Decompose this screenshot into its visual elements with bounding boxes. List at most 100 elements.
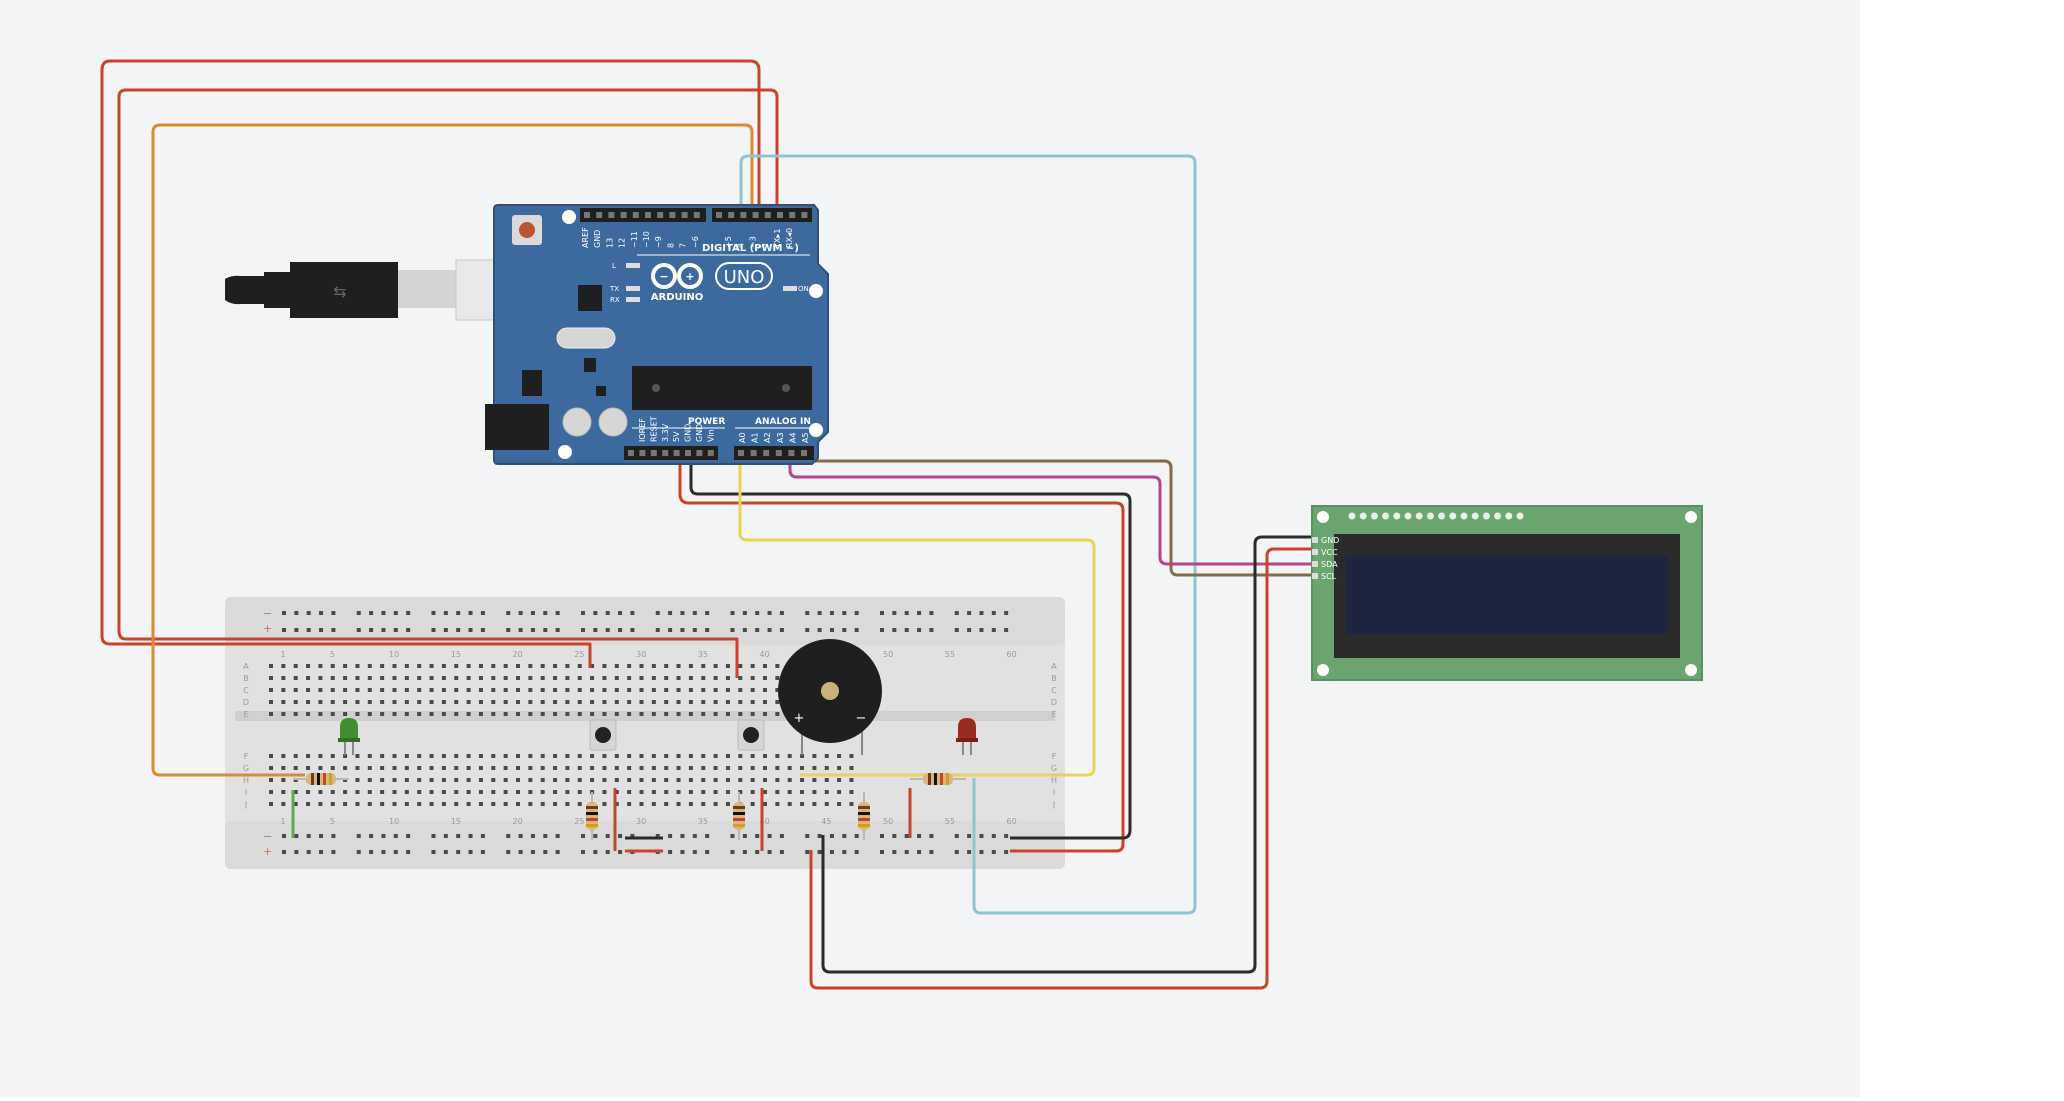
arduino-logo-icon: − +: [651, 263, 703, 289]
rail-plus-bottom: +: [263, 845, 272, 858]
row-letter: A: [1051, 662, 1057, 671]
row-letter: I: [245, 788, 247, 797]
row-letter: E: [1051, 710, 1056, 719]
column-number: 20: [513, 650, 523, 659]
digital-pin-label: RX◂0: [785, 228, 794, 248]
lcd-display[interactable]: GND VCC SDA SCL: [1311, 505, 1703, 681]
wire-red-lcd-vcc[interactable]: [809, 547, 1312, 990]
pushbutton-1[interactable]: [589, 719, 617, 751]
analog-pin-label: A0: [738, 432, 747, 443]
digital-pin-label: 8: [666, 243, 675, 248]
column-number: 10: [389, 817, 399, 826]
column-number: 45: [821, 817, 831, 826]
analog-pin-label: A4: [788, 432, 797, 443]
row-letter: H: [1051, 776, 1057, 785]
column-number: 20: [513, 817, 523, 826]
wire-brown-a4-to-lcd-scl[interactable]: [795, 452, 1312, 577]
rail-minus-top: −: [263, 607, 272, 620]
lcd-pin-label: GND: [1321, 536, 1339, 545]
led-red[interactable]: [956, 718, 978, 755]
power-jack: [485, 404, 549, 450]
digital-label: DIGITAL (PWM ~): [702, 243, 799, 254]
column-number: 60: [1007, 650, 1017, 659]
on-led-label: ON: [798, 285, 809, 293]
wire-orange-pin5-to-resistor[interactable]: [151, 123, 754, 777]
row-letter: D: [1051, 698, 1057, 707]
column-number: 1: [280, 817, 285, 826]
column-number: 30: [636, 817, 646, 826]
wire-blue-pin4-to-breadboard[interactable]: [739, 154, 1197, 915]
uno-label: UNO: [724, 267, 765, 288]
digital-pin-label: TX▸1: [773, 229, 782, 249]
power-pin-label: 3.3V: [661, 423, 670, 442]
wire-red-pin2-to-button2[interactable]: [117, 88, 779, 678]
column-number: 40: [760, 650, 770, 659]
row-letter: D: [243, 698, 249, 707]
digital-header-left: [580, 208, 706, 222]
capacitor-2: [598, 407, 628, 437]
l-led-label: L: [612, 262, 616, 270]
power-pin-label: RESET: [649, 416, 658, 442]
lcd-screen: [1346, 556, 1668, 634]
lcd-pin-label: SCL: [1321, 572, 1337, 581]
resistor-button-1[interactable]: [586, 792, 598, 840]
lcd-pin-label: VCC: [1321, 548, 1338, 557]
column-number: 30: [636, 650, 646, 659]
resistor-button-2[interactable]: [733, 792, 745, 840]
resistor-buzzer[interactable]: [858, 792, 870, 840]
buzzer-minus: −: [856, 711, 867, 726]
digital-pin-label: 4: [736, 243, 745, 248]
row-letter: F: [244, 752, 249, 761]
analog-label: ANALOG IN: [755, 417, 811, 427]
digital-header-right: [712, 208, 812, 222]
digital-pin-label: 13: [605, 238, 614, 248]
lcd-pin-label: SDA: [1321, 560, 1338, 569]
wire-black-gnd-to-rail[interactable]: [689, 452, 1132, 840]
wire-magenta-a5-to-lcd-sda[interactable]: [788, 452, 1312, 566]
power-pin-label: GND: [684, 424, 693, 442]
capacitor-1: [562, 407, 592, 437]
rail-minus-bottom: −: [263, 830, 272, 843]
analog-pin-label: A3: [776, 432, 785, 443]
column-number: 25: [574, 817, 584, 826]
wire-red-5v-to-rail[interactable]: [678, 452, 1125, 853]
power-pin-label: GND: [695, 424, 704, 442]
column-number: 50: [883, 817, 893, 826]
power-header: [624, 446, 718, 460]
svg-text:−: −: [659, 270, 668, 283]
piezo-buzzer[interactable]: + −: [778, 639, 882, 755]
tx-led-label: TX: [609, 285, 619, 293]
usb-chip: [578, 285, 602, 311]
column-number: 10: [389, 650, 399, 659]
wire-red-pin3-to-button1[interactable]: [100, 59, 761, 668]
row-letter: C: [243, 686, 249, 695]
digital-pin-label: 7: [679, 243, 688, 248]
wire-black-lcd-gnd[interactable]: [821, 535, 1312, 974]
power-pin-label: IOREF: [638, 418, 647, 442]
row-letter: B: [1051, 674, 1057, 683]
wires[interactable]: [100, 59, 1312, 990]
column-number: 40: [760, 817, 770, 826]
digital-pin-label: ~11: [630, 231, 639, 248]
rx-led-label: RX: [610, 296, 620, 304]
digital-pin-label: ~5: [724, 236, 733, 248]
led-green[interactable]: [338, 718, 360, 755]
row-letter: J: [1052, 800, 1055, 809]
resistor-red-led[interactable]: [910, 773, 966, 785]
column-number: 35: [698, 817, 708, 826]
power-pin-label: 5V: [672, 431, 681, 442]
power-pin-label: Vin: [706, 429, 715, 442]
analog-pin-label: A2: [763, 432, 772, 443]
column-number: 5: [330, 817, 335, 826]
column-number: 35: [698, 650, 708, 659]
pushbutton-2[interactable]: [737, 719, 765, 751]
wire-yellow-a0-to-breadboard[interactable]: [738, 452, 1096, 777]
arduino-brand: ARDUINO: [651, 292, 703, 303]
row-letter: G: [1051, 764, 1057, 773]
resistor-green-led[interactable]: [293, 773, 349, 785]
